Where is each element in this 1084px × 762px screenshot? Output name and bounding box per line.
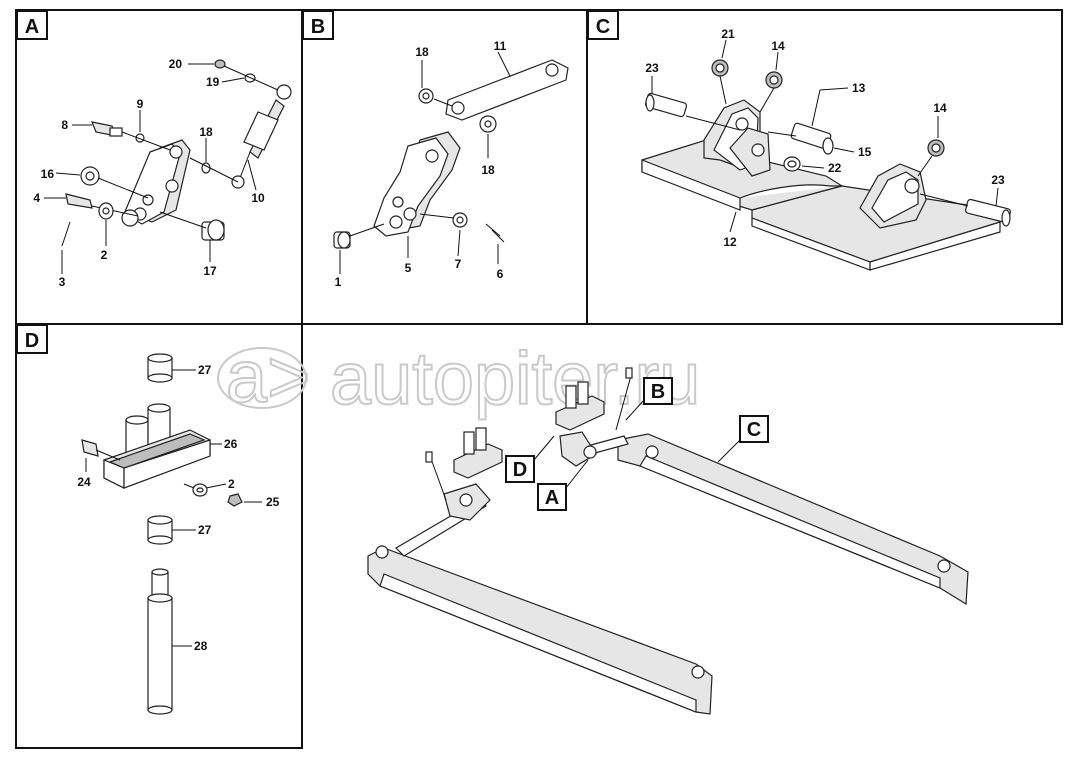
lever-bracket bbox=[121, 139, 191, 227]
svg-text:a>: a> bbox=[226, 335, 310, 418]
svg-text:autopiter.ru: autopiter.ru bbox=[330, 337, 700, 420]
panel-b-tag: B bbox=[302, 10, 334, 40]
label-d-25: 25 bbox=[266, 495, 280, 509]
label-c-14b: 14 bbox=[933, 101, 947, 115]
label-a-17: 17 bbox=[203, 264, 217, 278]
label-a-10: 10 bbox=[251, 191, 265, 205]
watermark: a> autopiter.ru bbox=[217, 334, 701, 421]
callout-a: A bbox=[545, 487, 559, 509]
panel-b-drawing: 18 11 18 1 5 7 6 bbox=[333, 39, 569, 289]
label-a-20: 20 bbox=[169, 57, 183, 71]
panel-d-drawing: 27 26 24 2 25 27 28 bbox=[77, 353, 280, 715]
label-a-3: 3 bbox=[59, 275, 66, 289]
callout-d: D bbox=[513, 459, 527, 481]
label-c-12: 12 bbox=[723, 235, 737, 249]
gas-strut-10 bbox=[231, 84, 292, 189]
label-b-18a: 18 bbox=[415, 45, 429, 59]
label-c-22: 22 bbox=[828, 161, 842, 175]
label-d-28: 28 bbox=[194, 639, 208, 653]
svg-text:D: D bbox=[25, 330, 39, 352]
label-a-9: 9 bbox=[137, 97, 144, 111]
housing-26 bbox=[103, 403, 211, 489]
label-c-23b: 23 bbox=[991, 173, 1005, 187]
label-d-27b: 27 bbox=[198, 523, 212, 537]
label-a-8: 8 bbox=[61, 118, 68, 132]
label-d-27a: 27 bbox=[198, 363, 212, 377]
label-c-15: 15 bbox=[858, 145, 872, 159]
label-a-18: 18 bbox=[199, 125, 213, 139]
label-b-1: 1 bbox=[335, 275, 342, 289]
label-b-7: 7 bbox=[455, 257, 462, 271]
svg-text:C: C bbox=[596, 16, 610, 38]
svg-text:B: B bbox=[311, 16, 325, 38]
label-c-13: 13 bbox=[852, 81, 866, 95]
label-b-6: 6 bbox=[497, 267, 504, 281]
panel-d-tag: D bbox=[16, 324, 48, 354]
label-d-2: 2 bbox=[228, 477, 235, 491]
panel-c-tag: C bbox=[587, 10, 619, 40]
svg-text:A: A bbox=[25, 16, 39, 38]
label-c-23a: 23 bbox=[645, 61, 659, 75]
callout-b: B bbox=[651, 381, 665, 403]
label-b-5: 5 bbox=[405, 261, 412, 275]
label-b-11: 11 bbox=[494, 39, 507, 53]
panel-c-drawing: 23 21 14 13 15 22 14 23 12 bbox=[641, 27, 1012, 271]
label-d-24: 24 bbox=[77, 475, 91, 489]
panel-a-drawing: 20 19 9 8 18 16 4 10 3 2 17 bbox=[33, 57, 292, 289]
overview-assembly: D A B C bbox=[367, 367, 969, 715]
label-a-4: 4 bbox=[33, 191, 40, 205]
label-a-16: 16 bbox=[41, 167, 55, 181]
label-a-19: 19 bbox=[206, 75, 220, 89]
label-a-2: 2 bbox=[101, 248, 108, 262]
panel-a-tag: A bbox=[16, 10, 48, 40]
label-c-21: 21 bbox=[721, 27, 735, 41]
label-b-18b: 18 bbox=[481, 163, 495, 177]
label-c-14a: 14 bbox=[771, 39, 785, 53]
panel-d-frame bbox=[15, 323, 303, 749]
callout-c: C bbox=[747, 419, 761, 441]
label-d-26: 26 bbox=[224, 437, 238, 451]
